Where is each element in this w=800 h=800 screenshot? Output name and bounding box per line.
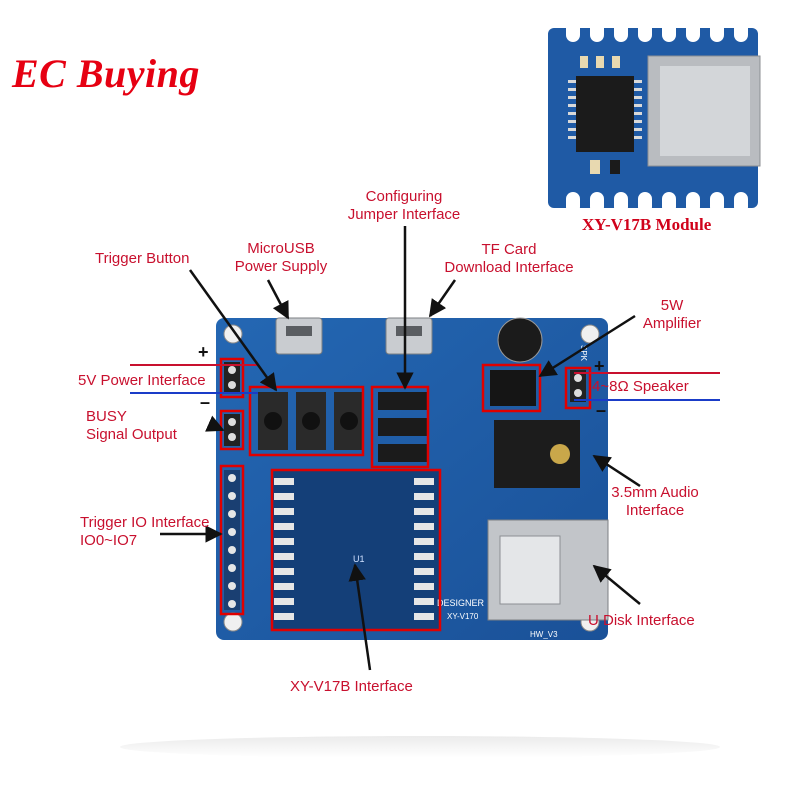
brand-logo: EC Buying: [12, 51, 200, 96]
speaker-plus-sign: +: [594, 356, 605, 376]
highlight-boxes: [219, 357, 592, 632]
module-caption: XY-V17B Module: [582, 215, 712, 234]
pcb-board: DESIGNER XY-V170 HW_V3 U1 SPK: [216, 317, 609, 640]
board-shadow: [120, 736, 720, 758]
board-designer-text: DESIGNER: [437, 598, 485, 608]
board-u1-text: U1: [353, 554, 365, 564]
power-minus-sign: –: [200, 392, 211, 412]
xy-v17b-module-photo: [548, 20, 761, 214]
label-xy-v17b-interface: XY-V17B Interface: [290, 678, 413, 695]
label-speaker: 4~8Ω Speaker: [592, 378, 689, 395]
speaker-minus-sign: –: [596, 400, 607, 420]
board-hw-text: HW_V3: [530, 630, 558, 639]
board-model-text: XY-V170: [447, 612, 479, 621]
label-trigger-button: Trigger Button: [95, 250, 190, 267]
board-spk-text: SPK: [579, 345, 588, 362]
callout-arrows: [160, 226, 641, 671]
label-5v-power: 5V Power Interface: [78, 372, 206, 389]
power-plus-sign: +: [198, 342, 209, 362]
label-u-disk: U Disk Interface: [588, 612, 695, 629]
